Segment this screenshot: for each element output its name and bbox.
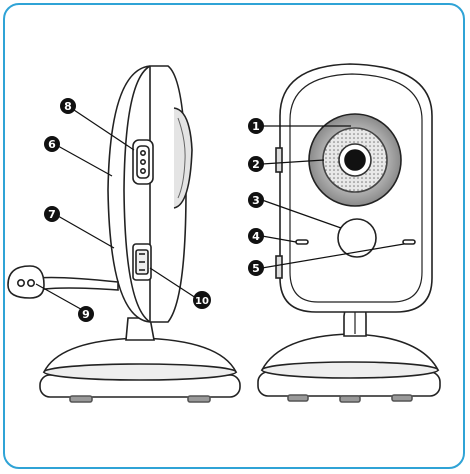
- callout-3: 3: [248, 192, 264, 208]
- indicator-light: [402, 239, 416, 245]
- side-view: [7, 65, 241, 403]
- callout-1: 1: [248, 118, 264, 134]
- callout-10-label: 10: [195, 296, 209, 307]
- ir-sensor: [337, 218, 377, 258]
- callout-8-label: 8: [64, 100, 72, 113]
- front-base: [257, 333, 441, 403]
- camera-lens: [308, 113, 402, 207]
- callout-8: 8: [60, 98, 76, 114]
- front-view: [257, 63, 441, 403]
- side-connector-pins: [132, 139, 154, 185]
- callout-9-label: 9: [82, 308, 90, 321]
- callout-7-label: 7: [48, 208, 56, 221]
- microphone: [295, 239, 309, 245]
- side-base: [39, 337, 241, 403]
- callout-4: 4: [248, 228, 264, 244]
- callout-10: 10: [193, 291, 211, 309]
- callout-2: 2: [248, 156, 264, 172]
- callout-1-label: 1: [252, 120, 260, 133]
- side-usb-port: [132, 243, 152, 281]
- callout-3-label: 3: [252, 194, 260, 207]
- callout-6: 6: [44, 136, 60, 152]
- callout-6-label: 6: [48, 138, 56, 151]
- side-body: [107, 65, 193, 323]
- callout-4-label: 4: [252, 230, 260, 243]
- callout-9: 9: [78, 306, 94, 322]
- callout-5-label: 5: [252, 262, 260, 275]
- callout-2-label: 2: [252, 158, 260, 171]
- callout-7: 7: [44, 206, 60, 222]
- callout-5: 5: [248, 260, 264, 276]
- leader-lines: [35, 109, 405, 313]
- side-antenna: [7, 265, 119, 299]
